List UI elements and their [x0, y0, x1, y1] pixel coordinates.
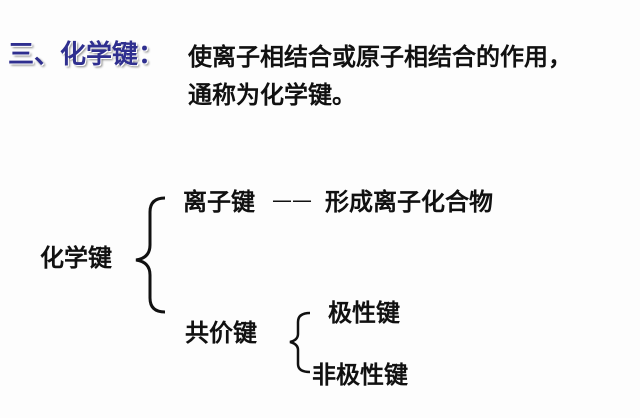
dash: —— — [272, 188, 312, 212]
covalent-bond-label: 共价键 — [185, 319, 257, 347]
definition-line-1: 使离子相结合或原子相结合的作用， — [188, 43, 572, 71]
polar-bond-label: 极性键 — [328, 299, 400, 327]
ionic-bond-description: 形成离子化合物 — [325, 188, 493, 216]
nonpolar-bond-label: 非极性键 — [312, 361, 408, 389]
ionic-bond-label: 离子键 — [183, 188, 255, 216]
large-brace — [135, 196, 166, 314]
section-heading: 三、化学键： — [8, 40, 165, 70]
definition-line-2: 通称为化学键。 — [188, 81, 356, 109]
root-label: 化学键 — [40, 244, 112, 272]
small-brace — [289, 311, 311, 374]
